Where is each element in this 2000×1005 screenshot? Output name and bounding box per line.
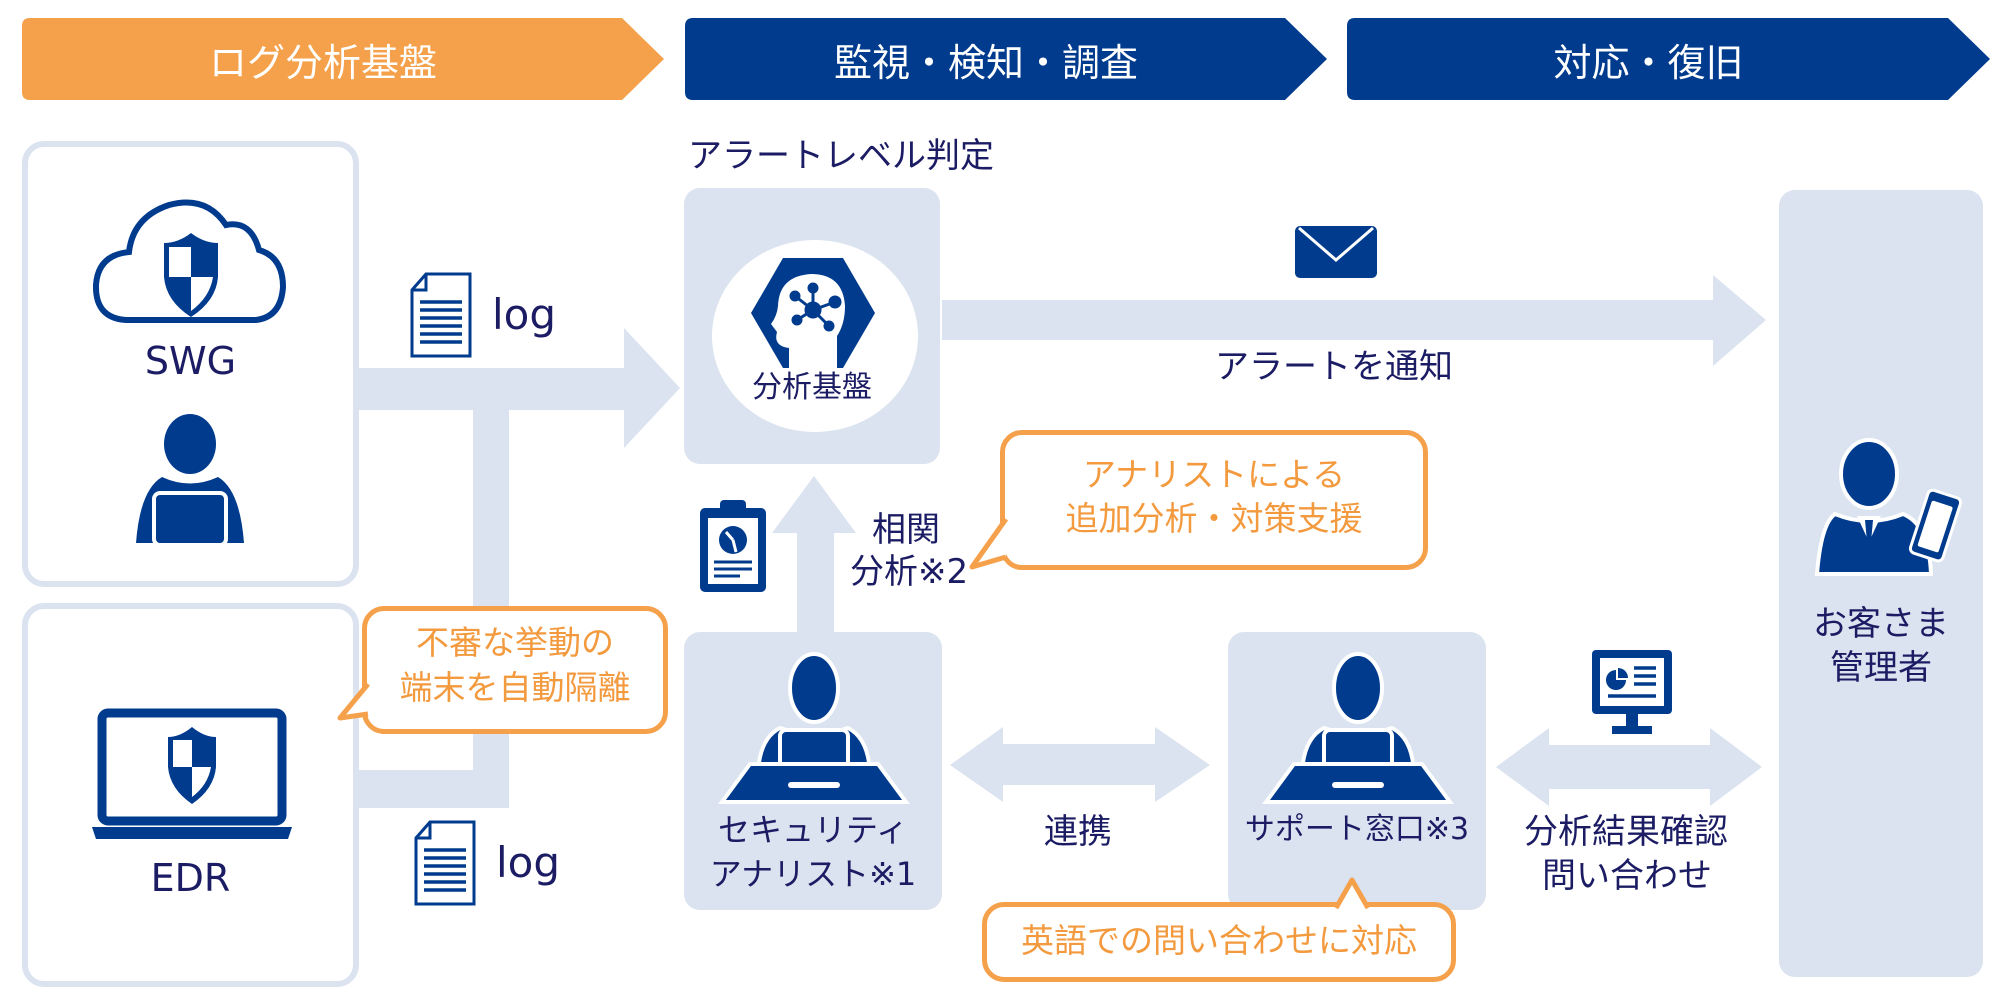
analysis-platform-label: 分析基盤 xyxy=(752,370,872,405)
laptop-shield-icon xyxy=(92,708,292,839)
callout-line2: 端末を自動隔離 xyxy=(399,668,631,707)
analyst-desk-icon xyxy=(718,652,910,804)
phase-monitor-detect-investigate: 監視・検知・調査 xyxy=(685,18,1327,100)
phase-log-platform: ログ分析基盤 xyxy=(22,18,664,100)
security-analyst-box: セキュリティ アナリスト※1 xyxy=(684,632,942,910)
auto-isolation-callout: 不審な挙動の 端末を自動隔離 xyxy=(362,606,668,734)
alert-level-heading: アラートレベル判定 xyxy=(688,136,994,176)
collaboration-double-arrow xyxy=(950,727,1210,802)
edr-label: EDR xyxy=(150,856,231,900)
ai-head-network-icon xyxy=(751,258,875,368)
security-analyst-line1: セキュリティ xyxy=(717,811,909,849)
log-document-icon xyxy=(410,272,472,358)
callout-line1: 英語での問い合わせに対応 xyxy=(1021,921,1417,960)
log-flow-arrow xyxy=(359,328,680,808)
swg-box: SWG xyxy=(22,141,359,587)
results-inquiry-line1: 分析結果確認 xyxy=(1524,812,1728,852)
callout-tail xyxy=(969,517,1009,570)
support-desk-icon xyxy=(1262,652,1454,804)
alert-notify-arrow xyxy=(942,275,1766,366)
analysis-platform-box: 分析基盤 xyxy=(684,188,940,464)
callout-tail xyxy=(1333,877,1371,910)
callout-line2: 追加分析・対策支援 xyxy=(1065,499,1363,538)
user-laptop-icon xyxy=(136,414,244,547)
swg-label: SWG xyxy=(144,339,237,383)
log-label-top: log xyxy=(492,290,557,339)
businessman-phone-icon xyxy=(1814,438,1963,576)
security-analyst-line2: アナリスト※1 xyxy=(709,855,917,893)
clipboard-report-icon xyxy=(700,500,766,592)
alert-notify-label: アラートを通知 xyxy=(1215,347,1453,387)
callout-line1: アナリストによる xyxy=(1082,455,1346,494)
english-support-callout: 英語での問い合わせに対応 xyxy=(982,902,1456,982)
customer-line1: お客さま xyxy=(1813,604,1949,644)
log-label-bottom: log xyxy=(496,838,561,887)
correlation-line1: 相関 xyxy=(872,510,940,550)
analyst-support-callout: アナリストによる 追加分析・対策支援 xyxy=(1000,430,1428,570)
results-inquiry-line2: 問い合わせ xyxy=(1542,856,1712,896)
phase-label: ログ分析基盤 xyxy=(208,40,437,85)
results-inquiry-double-arrow xyxy=(1496,728,1762,806)
phase-label: 対応・復旧 xyxy=(1553,40,1744,85)
correlation-line2: 分析※2 xyxy=(850,552,969,592)
collaboration-label: 連携 xyxy=(1044,812,1112,852)
callout-line1: 不審な挙動の xyxy=(416,623,614,662)
support-desk-box: サポート窓口※3 xyxy=(1228,632,1486,910)
customer-box: お客さま 管理者 xyxy=(1779,190,1983,977)
correlation-up-arrow xyxy=(772,476,856,635)
phase-label: 監視・検知・調査 xyxy=(833,40,1138,85)
callout-tail xyxy=(337,682,370,721)
edr-box: EDR xyxy=(22,603,359,987)
support-desk-label: サポート窓口※3 xyxy=(1244,812,1470,847)
log-document-icon xyxy=(414,820,476,906)
phase-arrow-shape xyxy=(22,18,664,100)
cloud-shield-icon xyxy=(92,199,287,323)
phase-arrow-shape xyxy=(685,18,1327,100)
phase-response-recovery: 対応・復旧 xyxy=(1347,18,1990,100)
phase-arrow-shape xyxy=(1347,18,1990,100)
customer-line2: 管理者 xyxy=(1830,648,1932,688)
mail-icon xyxy=(1295,226,1377,278)
monitor-report-icon xyxy=(1592,650,1672,734)
